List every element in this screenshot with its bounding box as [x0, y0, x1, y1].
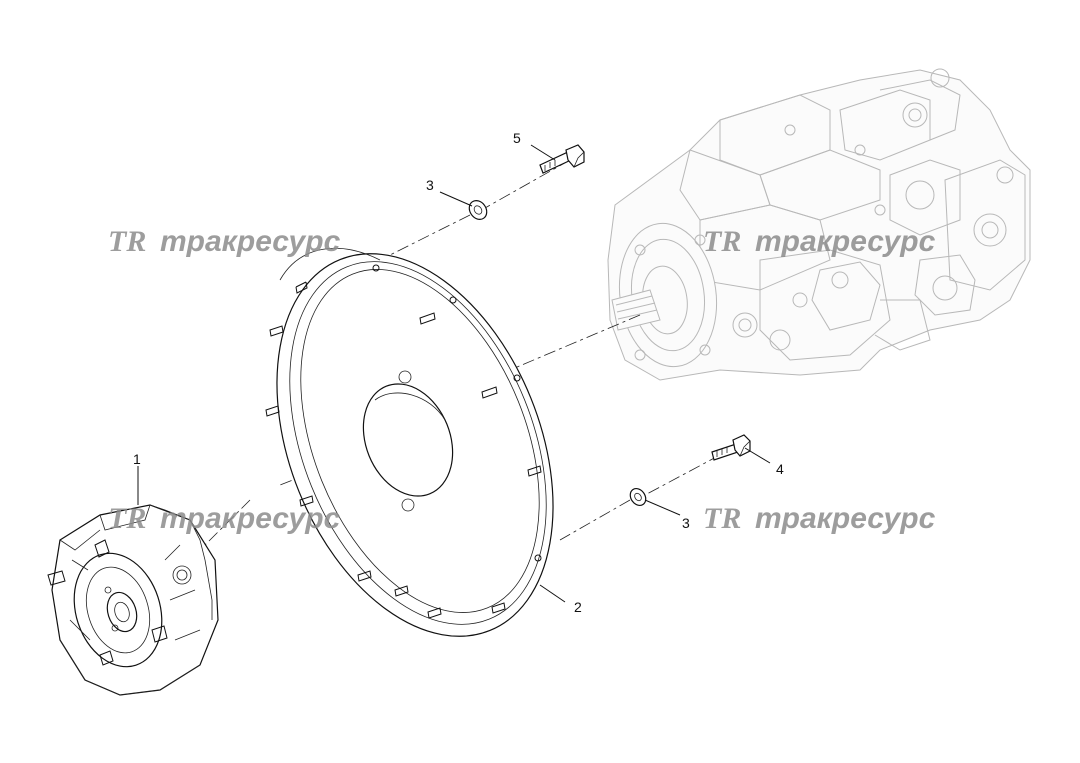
watermark-top-left: TR тракресурс — [108, 225, 341, 258]
callouts: 1 2 3 3 4 5 — [133, 130, 784, 615]
watermark-bottom-right: TR тракресурс — [703, 502, 936, 535]
watermark-logo: TR — [703, 225, 741, 258]
hydraulic-pump-assembly — [607, 68, 1031, 381]
callout-5: 5 — [513, 130, 521, 146]
callout-2: 2 — [574, 599, 582, 615]
watermark-logo: TR — [108, 502, 146, 535]
callout-3-lower: 3 — [682, 515, 690, 531]
callout-1: 1 — [133, 451, 141, 467]
watermark-bottom-left: TR тракресурс — [108, 502, 341, 535]
watermark-text: тракресурс — [755, 225, 936, 258]
watermark-logo: TR — [108, 225, 146, 258]
bolt-upper — [539, 144, 585, 174]
watermark-text: тракресурс — [755, 502, 936, 535]
washer-lower — [629, 488, 647, 506]
callout-3-upper: 3 — [426, 177, 434, 193]
flywheel-plate — [265, 247, 554, 637]
watermark-text: тракресурс — [160, 502, 341, 535]
flexible-coupling — [47, 504, 219, 696]
watermark-logo: TR — [703, 502, 741, 535]
bolt-lower — [711, 434, 751, 461]
washer-upper — [468, 200, 488, 220]
leader-lines — [137, 144, 771, 603]
watermarks: TR тракресурс TR тракресурс TR тракресур… — [108, 225, 936, 535]
watermark-text: тракресурс — [160, 225, 341, 258]
watermark-top-right: TR тракресурс — [703, 225, 936, 258]
flywheel-pins — [265, 264, 542, 619]
callout-4: 4 — [776, 461, 784, 477]
